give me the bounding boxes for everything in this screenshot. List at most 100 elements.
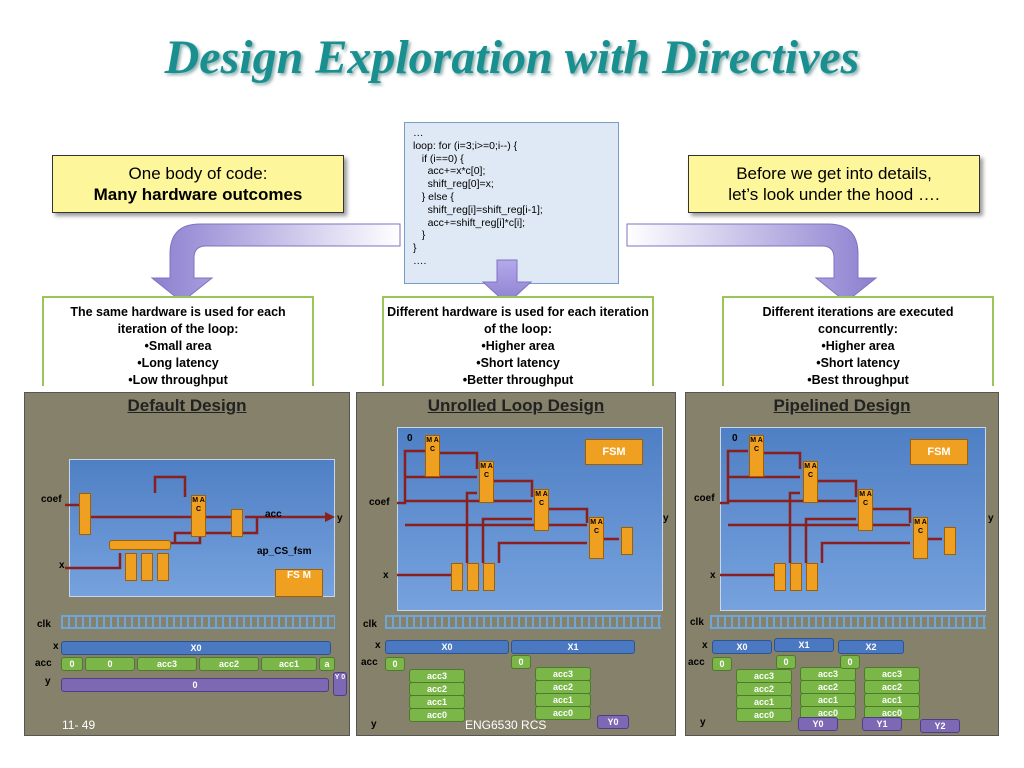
left-callout-line2: Many hardware outcomes <box>93 185 303 204</box>
code-box: … loop: for (i=3;i>=0;i--) { if (i==0) {… <box>404 122 619 284</box>
x-label: x <box>383 570 389 581</box>
x-cell: X0 <box>712 640 772 654</box>
y-timeline-bar: 0 <box>61 678 329 692</box>
pipelined-design-panel: Pipelined Design 0 M A C M A C M A C M A… <box>685 392 999 736</box>
desc-bullet: •Long latency <box>137 356 219 370</box>
acc-cell: acc3 <box>409 669 465 683</box>
x-cell: X2 <box>838 640 904 654</box>
zero-label: 0 <box>407 433 413 444</box>
acc-cell: 0 <box>385 657 405 671</box>
x-cell: X1 <box>511 640 635 654</box>
pipelined-desc: Different iterations are executed concur… <box>722 296 994 387</box>
acc-cell: 0 <box>712 657 732 671</box>
clk-label: clk <box>37 619 51 630</box>
acc-row-label: acc <box>35 658 52 669</box>
desc-bullet: •Best throughput <box>807 373 909 387</box>
coef-label: coef <box>41 494 62 505</box>
shift-reg-1 <box>790 563 802 591</box>
mac-unit: M A C <box>425 435 440 477</box>
acc-register <box>621 527 633 555</box>
acc-cell: acc1 <box>864 693 920 707</box>
x-cell: X1 <box>774 638 834 652</box>
acc-cell: acc0 <box>409 708 465 722</box>
y-row-label: y <box>45 676 51 687</box>
acc-cell: 0 <box>85 657 135 671</box>
acc-cell: acc0 <box>535 706 591 720</box>
code-line: acc+=x*c[0]; <box>413 165 486 178</box>
desc-bullet: •Short latency <box>816 356 900 370</box>
desc-head: Different iterations are executed concur… <box>762 305 954 336</box>
shift-reg-1 <box>141 553 153 581</box>
desc-bullet: •Higher area <box>481 339 555 353</box>
fsm-block: FSM <box>910 439 968 465</box>
x-label: x <box>710 570 716 581</box>
fsm-block: FSM <box>585 439 643 465</box>
acc-cell: 0 <box>840 655 860 669</box>
coef-label: coef <box>369 497 390 508</box>
acc-cell: acc1 <box>736 695 792 709</box>
acc-cell: acc1 <box>409 695 465 709</box>
default-wires <box>65 475 335 570</box>
slide-title: Design Exploration with Directives <box>164 31 860 84</box>
acc-cell: acc1 <box>800 693 856 707</box>
y-output-label: y <box>337 513 343 524</box>
acc-cell: acc3 <box>864 667 920 681</box>
left-callout-line1: One body of code: <box>128 164 268 183</box>
acc-cell: acc2 <box>535 680 591 694</box>
code-line: shift_reg[i]=shift_reg[i-1]; <box>413 203 543 216</box>
mac-unit: M A C <box>479 461 494 503</box>
code-line: … <box>413 127 424 139</box>
y-cell: Y0 <box>798 717 838 731</box>
acc-cell: acc2 <box>409 682 465 696</box>
mux-bar <box>109 540 171 550</box>
y-cell: Y1 <box>862 717 902 731</box>
mac-unit: M A C <box>913 517 928 559</box>
acc-cell: acc2 <box>199 657 259 671</box>
y-output-label: y <box>663 513 669 524</box>
left-callout: One body of code: Many hardware outcomes <box>52 155 344 213</box>
x-label: x <box>59 560 65 571</box>
default-desc: The same hardware is used for each itera… <box>42 296 314 387</box>
code-line: } <box>413 242 417 255</box>
x-row-label: x <box>702 640 708 651</box>
shift-reg-1 <box>467 563 479 591</box>
unrolled-design-panel: Unrolled Loop Design 0 M A C M A C M A C… <box>356 392 676 736</box>
shift-reg-2 <box>483 563 495 591</box>
y0-cell: Y 0 <box>333 672 347 696</box>
shift-reg-0 <box>774 563 786 591</box>
acc-register <box>944 527 956 555</box>
acc-cell: acc3 <box>736 669 792 683</box>
right-flow-arrow <box>626 223 878 303</box>
unrolled-desc: Different hardware is used for each iter… <box>382 296 654 387</box>
clk-label: clk <box>363 619 377 630</box>
shift-reg-0 <box>451 563 463 591</box>
desc-bullet: •Higher area <box>821 339 895 353</box>
x-cell: X0 <box>385 640 509 654</box>
acc-cell: acc1 <box>261 657 317 671</box>
default-design-panel: Default Design coef x M A C acc y ap_CS_… <box>24 392 350 736</box>
clock-waveform <box>61 615 335 629</box>
center-flow-arrow <box>481 259 533 305</box>
clock-waveform <box>385 615 661 629</box>
acc-cell: a <box>319 657 335 671</box>
code-line: …. <box>413 254 427 267</box>
acc-cell: 0 <box>511 655 531 669</box>
acc-row-label: acc <box>688 657 705 668</box>
acc-cell: acc0 <box>736 708 792 722</box>
code-line: } else { <box>413 190 454 203</box>
y-cell: Y2 <box>920 719 960 733</box>
code-line: acc+=shift_reg[i]*c[i]; <box>413 216 526 229</box>
acc-cell: acc2 <box>864 680 920 694</box>
panel-title: Pipelined Design <box>773 396 911 415</box>
acc-cell: acc3 <box>137 657 197 671</box>
x-row-label: x <box>375 640 381 651</box>
y-row-label: y <box>700 717 706 728</box>
fsm-block: FS M <box>275 569 323 597</box>
desc-bullet: •Short latency <box>476 356 560 370</box>
clk-label: clk <box>690 617 704 628</box>
acc-label: acc <box>265 509 282 520</box>
y-cell: Y0 <box>597 715 629 729</box>
mac-unit: M A C <box>749 435 764 477</box>
acc-register <box>231 509 243 537</box>
